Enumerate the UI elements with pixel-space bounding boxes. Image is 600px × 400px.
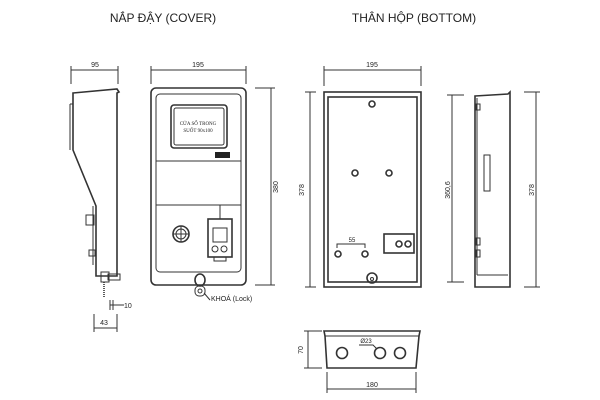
lock-label: KHOÁ (Lock) bbox=[211, 294, 252, 303]
dim-depth: 70 bbox=[298, 346, 305, 354]
dim-side-width: 95 bbox=[91, 62, 99, 69]
window-label-2: SUỐT 90x100 bbox=[183, 128, 213, 134]
dim-side-inner-height: 360,6 bbox=[445, 181, 452, 199]
dim-10: 10 bbox=[124, 303, 132, 310]
dim-bottom-width: 180 bbox=[366, 382, 378, 389]
dim-back-width: 195 bbox=[366, 62, 378, 69]
window-label-1: CỬA SỔ TRONG bbox=[180, 121, 217, 127]
breaker-icon bbox=[207, 205, 233, 262]
bottom-title: THÂN HỘP (BOTTOM) bbox=[352, 10, 476, 25]
dim-back-height: 378 bbox=[299, 184, 306, 196]
dim-hole-spacing: 55 bbox=[349, 238, 356, 244]
dim-43: 43 bbox=[100, 320, 108, 327]
cover-side-view: 95 10 43 bbox=[69, 62, 132, 332]
dim-front-height: 380 bbox=[273, 181, 280, 193]
dim-side-height: 378 bbox=[529, 184, 536, 196]
bottom-underside-view: Ø23 70 180 bbox=[298, 330, 421, 393]
dim-hole-diameter: Ø23 bbox=[360, 339, 372, 345]
cover-front-view: 195 CỬA SỔ TRONG SUỐT 90x100 KHOÁ (Lock)… bbox=[150, 62, 280, 303]
dim-front-width: 195 bbox=[192, 62, 204, 69]
bottom-back-view: 195 55 378 bbox=[299, 62, 422, 288]
cover-title: NẮP ĐẬY (COVER) bbox=[110, 10, 216, 25]
screw-icon bbox=[172, 225, 190, 243]
lock-icon bbox=[194, 273, 211, 301]
bottom-side-view: 360,6 378 bbox=[445, 90, 540, 288]
